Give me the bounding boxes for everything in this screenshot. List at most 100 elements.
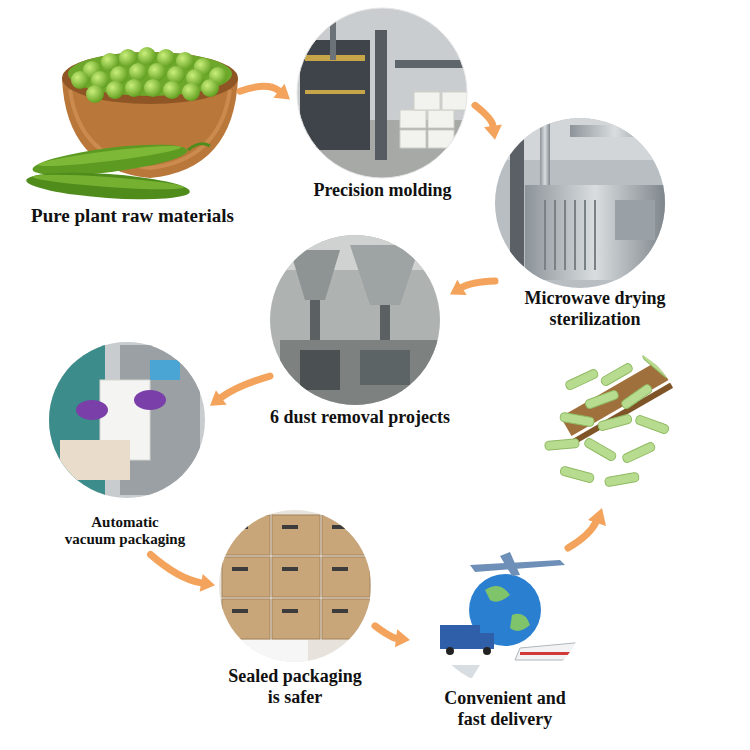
illustration-part [272, 599, 320, 639]
delivery-photo [420, 525, 590, 690]
molding-photo [290, 0, 480, 190]
illustration-part [583, 437, 617, 462]
illustration-part [280, 340, 440, 410]
arrow-head [450, 280, 467, 295]
flow-arrow [475, 105, 502, 139]
step-caption: Convenient and fast delivery [410, 688, 600, 729]
illustration-part [215, 505, 375, 670]
illustration-part [222, 599, 270, 639]
illustration-part [45, 340, 105, 505]
illustration-part [485, 586, 530, 631]
illustration-part [232, 525, 348, 613]
illustration-part [573, 374, 689, 444]
photo-area [270, 235, 450, 407]
process-step: Microwave drying sterilization [495, 118, 695, 335]
flow-arrow [240, 84, 290, 100]
illustration-part [446, 647, 454, 655]
step-caption: Sealed packaging is safer [215, 666, 375, 707]
illustration-part [594, 200, 596, 270]
illustration-part [568, 522, 596, 548]
arrow-head [273, 84, 290, 100]
step-caption: 6 dust removal projects [270, 407, 450, 428]
process-step: Precision molding [290, 8, 475, 207]
illustration-part [430, 665, 480, 678]
arrow-head [484, 125, 502, 140]
photo-area [40, 342, 210, 514]
illustration-part [150, 360, 180, 380]
arrow-shaft [475, 105, 493, 126]
illustration-part [597, 414, 632, 431]
illustration-part [86, 85, 104, 103]
illustration-part [490, 110, 680, 300]
packaging-photo [45, 340, 215, 505]
arrow-shaft [151, 555, 202, 583]
process-step: Pure plant raw materials [25, 15, 240, 233]
drying-photo [490, 110, 680, 300]
illustration-part [561, 352, 689, 444]
illustration-part [25, 168, 190, 203]
illustration-part [45, 340, 215, 505]
illustration-part [272, 557, 320, 597]
illustration-part [60, 440, 130, 480]
illustration-part [322, 557, 370, 597]
illustration-part [414, 92, 440, 110]
illustration-part [222, 515, 370, 639]
flow-arrow [151, 555, 216, 592]
illustration-part [564, 368, 599, 391]
illustration-part [360, 350, 410, 385]
illustration-part [400, 130, 426, 148]
illustration-part [621, 441, 656, 464]
arrow-shaft [375, 626, 396, 638]
illustration-part [71, 71, 89, 89]
illustration-part [584, 200, 586, 270]
arrow-shaft [240, 86, 279, 91]
illustration-part [480, 633, 494, 649]
illustration-part [428, 110, 454, 128]
illustration-part [188, 144, 210, 150]
illustration-part [574, 200, 576, 270]
illustration-part [515, 642, 585, 660]
photo-area [25, 15, 240, 205]
illustration-part [635, 414, 670, 434]
illustration-part [144, 79, 162, 97]
illustration-part [232, 609, 248, 613]
illustration-part [300, 350, 340, 390]
illustration-part [25, 168, 190, 203]
illustration-part [218, 640, 308, 670]
illustration-part [545, 350, 674, 487]
boxes-photo [215, 505, 375, 670]
illustration-part [570, 125, 660, 137]
step-caption: Pure plant raw materials [25, 205, 240, 227]
step-caption: Automatic vacuum packaging [40, 514, 210, 549]
illustration-part [129, 63, 147, 81]
illustration-part [322, 599, 370, 639]
arrow-head [200, 574, 215, 592]
illustration-part [442, 92, 468, 110]
illustration-part [483, 647, 491, 655]
illustration-part [322, 515, 370, 555]
illustration-part [620, 383, 653, 410]
illustration-part [615, 200, 655, 240]
arrow-head [210, 390, 227, 406]
dust-removal-photo [265, 230, 445, 410]
illustration-part [440, 625, 480, 649]
illustration-part [520, 652, 580, 655]
photo-area [495, 118, 695, 288]
illustration-part [138, 47, 156, 65]
illustration-part [290, 250, 340, 300]
illustration-part [282, 567, 298, 571]
illustration-part [420, 525, 590, 690]
illustration-part [544, 200, 546, 270]
illustration-part [32, 172, 184, 193]
illustration-part [290, 0, 480, 190]
illustration-part [525, 185, 665, 280]
illustration-part [76, 400, 108, 420]
illustration-part [37, 142, 181, 169]
arrow-shaft [221, 376, 270, 397]
illustration-part [400, 110, 426, 128]
illustration-part [282, 609, 298, 613]
